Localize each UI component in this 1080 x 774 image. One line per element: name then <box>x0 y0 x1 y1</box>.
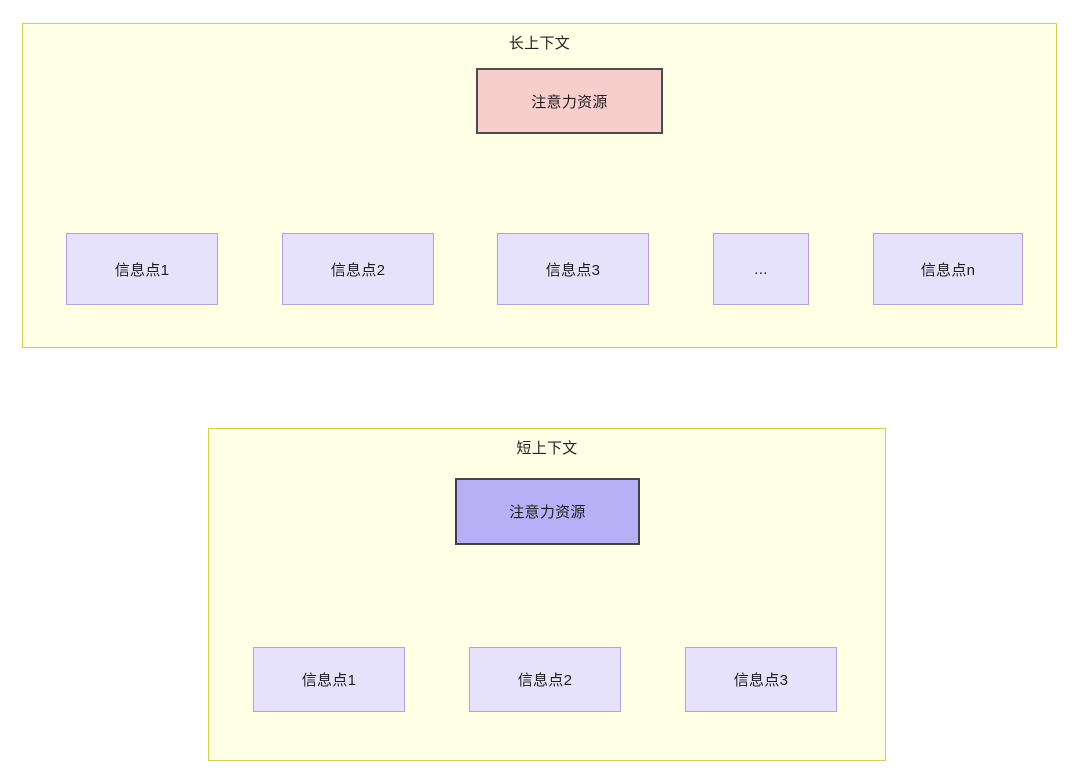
short-context-leaf-2[interactable]: 信息点2 <box>469 647 621 712</box>
long-context-leaf-2[interactable]: 信息点2 <box>282 233 434 305</box>
long-context-title: 长上下文 <box>508 35 571 52</box>
long-context-leaf-3[interactable]: 信息点3 <box>497 233 649 305</box>
long-context-leaf-n[interactable]: 信息点n <box>873 233 1023 305</box>
long-context-leaf-1[interactable]: 信息点1 <box>66 233 218 305</box>
long-context-root-node[interactable]: 注意力资源 <box>476 68 663 134</box>
short-context-title: 短上下文 <box>516 440 578 457</box>
short-context-root-node[interactable]: 注意力资源 <box>455 478 640 545</box>
short-context-leaf-1[interactable]: 信息点1 <box>253 647 405 712</box>
short-context-leaf-3[interactable]: 信息点3 <box>685 647 837 712</box>
long-context-leaf-ellipsis[interactable]: ... <box>713 233 809 305</box>
